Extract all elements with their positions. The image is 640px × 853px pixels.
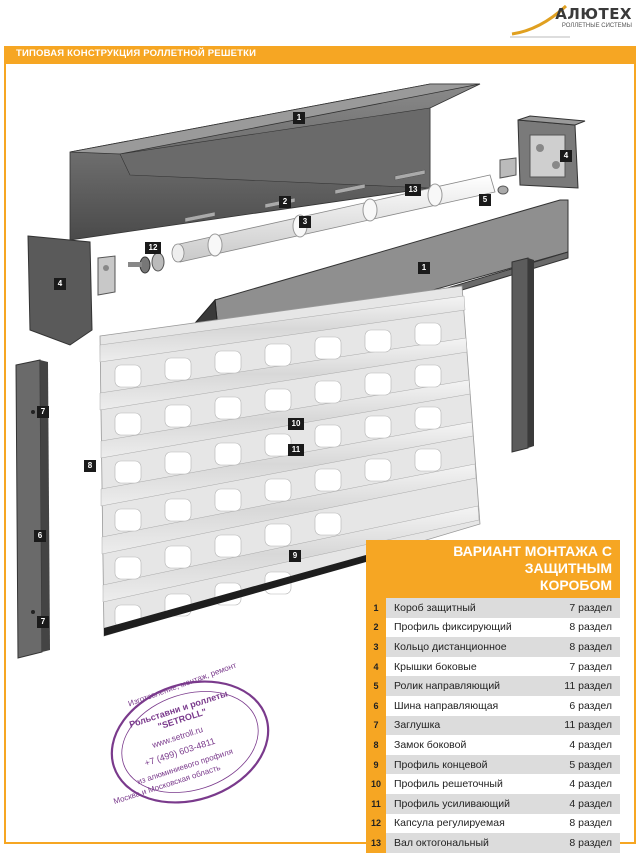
brand-logo: АЛЮТЕХ РОЛЛЕТНЫЕ СИСТЕМЫ (555, 6, 632, 29)
legend-row-number: 5 (366, 676, 386, 696)
legend-row-name: Профиль концевой (394, 758, 488, 771)
legend-row: 4 Крышки боковые 7 раздел (366, 656, 620, 677)
legend-row-section: 4 раздел (569, 738, 612, 751)
callout-tag: 9 (289, 550, 301, 562)
callout-tag: 13 (405, 184, 421, 196)
legend-row-number: 10 (366, 774, 386, 794)
legend-row-number: 2 (366, 617, 386, 638)
brand-swoosh-icon (510, 4, 570, 38)
callout-tag: 11 (288, 444, 304, 456)
side-cover-right (499, 115, 586, 189)
legend-row-name: Профиль решеточный (394, 778, 503, 791)
guide-rail-left (15, 359, 50, 659)
legend-row-section: 7 раздел (569, 601, 612, 614)
legend-row-section: 6 раздел (569, 699, 612, 712)
legend-title-line: КОРОБОМ (539, 577, 612, 593)
legend-row-name: Кольцо дистанционное (394, 640, 507, 653)
legend-row: 3 Кольцо дистанционное 8 раздел (366, 637, 620, 657)
callout-tag: 6 (34, 530, 46, 542)
legend-row-number: 4 (366, 656, 386, 677)
callout-tag: 7 (37, 616, 49, 628)
brand-name: АЛЮТЕХ (555, 5, 632, 23)
page-title: ТИПОВАЯ КОНСТРУКЦИЯ РОЛЛЕТНОЙ РЕШЕТКИ (16, 48, 257, 59)
legend-row-name: Замок боковой (394, 738, 467, 751)
legend-row-name: Короб защитный (394, 601, 476, 614)
callout-tag: 4 (560, 150, 572, 162)
legend-row-number: 12 (366, 813, 386, 834)
side-cover-left (27, 235, 116, 346)
legend-row-section: 4 раздел (569, 797, 612, 810)
adjustable-capsule (128, 252, 165, 274)
legend-row: 2 Профиль фиксирующий 8 раздел (366, 617, 620, 638)
legend-rows: 1 Короб защитный 7 раздел 2 Профиль фиксирую… (366, 598, 620, 853)
legend-row: 5 Ролик направляющий 11 раздел (366, 676, 620, 696)
legend-row-section: 8 раздел (569, 640, 612, 653)
legend-row-section: 5 раздел (569, 758, 612, 771)
legend-row-name: Профиль усиливающий (394, 797, 511, 810)
callout-tag: 4 (54, 278, 66, 290)
guide-roller (497, 185, 509, 195)
callout-tag: 10 (288, 418, 304, 430)
legend-row: 10 Профиль решеточный 4 раздел (366, 774, 620, 794)
legend-row-section: 11 раздел (564, 719, 612, 732)
legend-row-name: Ролик направляющий (394, 680, 501, 693)
legend-row-number: 13 (366, 833, 386, 853)
legend-row: 8 Замок боковой 4 раздел (366, 735, 620, 755)
callout-tag: 1 (418, 262, 430, 274)
legend-title-line: ВАРИАНТ МОНТАЖА С ЗАЩИТНЫМ (453, 543, 612, 576)
legend-row: 11 Профиль усиливающий 4 раздел (366, 793, 620, 814)
callout-tag: 5 (479, 194, 491, 206)
frame-bottom (4, 842, 636, 844)
frame-right (634, 64, 636, 844)
legend-row: 9 Профиль концевой 5 раздел (366, 754, 620, 775)
guide-rail-right (511, 257, 534, 453)
legend-row: 1 Короб защитный 7 раздел (366, 598, 620, 618)
legend-row: 7 Заглушка 11 раздел (366, 715, 620, 736)
legend-row-section: 11 раздел (564, 680, 612, 693)
header-bar: ТИПОВАЯ КОНСТРУКЦИЯ РОЛЛЕТНОЙ РЕШЕТКИ (4, 46, 636, 64)
legend-row-section: 8 раздел (569, 621, 612, 634)
legend-row-name: Профиль фиксирующий (394, 621, 512, 634)
stamp-text: Изготовление, монтаж, ремонт Рольставни … (105, 661, 275, 812)
callout-tag: 7 (37, 406, 49, 418)
legend-row-name: Капсула регулируемая (394, 817, 505, 830)
legend-row-section: 7 раздел (569, 660, 612, 673)
legend-row-number: 6 (366, 695, 386, 716)
parts-legend: ВАРИАНТ МОНТАЖА С ЗАЩИТНЫМ КОРОБОМ 1 Коро… (366, 540, 620, 853)
brand-subtitle: РОЛЛЕТНЫЕ СИСТЕМЫ (561, 23, 632, 29)
callout-tag: 3 (299, 216, 311, 228)
protective-box-top (69, 83, 481, 241)
legend-row: 12 Капсула регулируемая 8 раздел (366, 813, 620, 834)
legend-row-number: 11 (366, 793, 386, 814)
legend-row-name: Заглушка (394, 719, 441, 732)
legend-row-number: 1 (366, 598, 386, 618)
company-stamp (110, 680, 270, 804)
legend-row: 13 Вал октогональный 8 раздел (366, 833, 620, 853)
legend-title: ВАРИАНТ МОНТАЖА С ЗАЩИТНЫМ КОРОБОМ (366, 540, 620, 598)
legend-row-section: 8 раздел (569, 836, 612, 849)
legend-row-number: 3 (366, 637, 386, 657)
legend-row-section: 4 раздел (569, 778, 612, 791)
legend-row-name: Шина направляющая (394, 699, 499, 712)
legend-row-number: 7 (366, 715, 386, 736)
legend-row-number: 8 (366, 735, 386, 755)
legend-row: 6 Шина направляющая 6 раздел (366, 695, 620, 716)
legend-row-name: Крышки боковые (394, 660, 477, 673)
callout-tag: 1 (293, 112, 305, 124)
legend-row-section: 8 раздел (569, 817, 612, 830)
callout-tag: 2 (279, 196, 291, 208)
callout-tag: 8 (84, 460, 96, 472)
callout-tag: 12 (145, 242, 161, 254)
legend-row-name: Вал октогональный (394, 836, 489, 849)
legend-row-number: 9 (366, 754, 386, 775)
frame-left (4, 64, 6, 844)
